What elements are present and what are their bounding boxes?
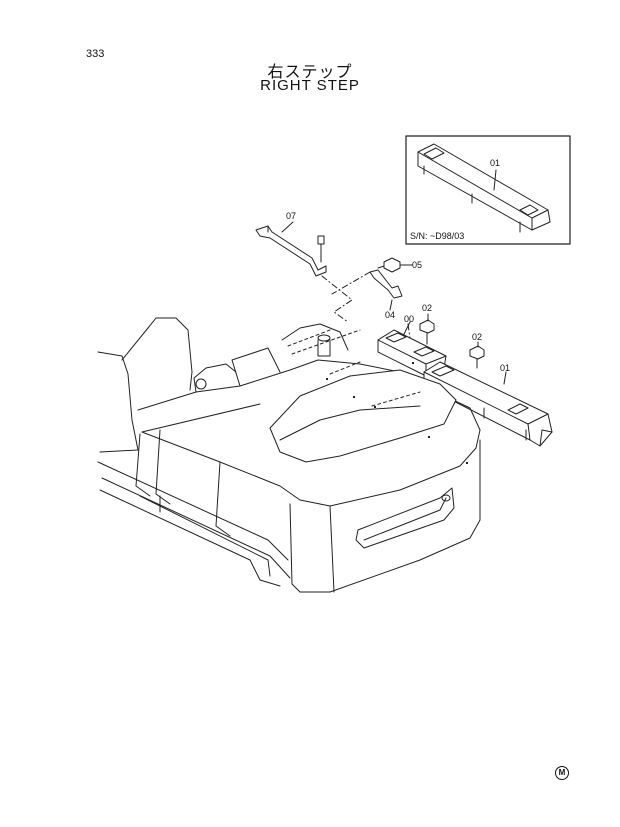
inset-box [405,135,571,245]
inset-serial-label: S/N: ~D98/03 [410,231,464,241]
callout-00: 00 [404,314,414,324]
callout-inset-step: 01 [490,158,500,168]
bolt-02-lower [469,341,485,369]
page-number: 333 [86,48,105,60]
hidden-lines [287,329,421,407]
manufacturer-mark: M [555,766,569,780]
install-lines [321,271,411,339]
callout-02-upper: 02 [422,303,432,313]
title-japanese: 右ステップ [267,64,353,81]
bracket-07 [255,221,327,277]
bolt-02-upper [419,313,435,345]
machine-body [97,317,481,593]
inset-step-part [417,143,551,233]
callout-07: 07 [286,211,296,221]
callout-02-lower: 02 [472,332,482,342]
callout-01: 01 [500,363,510,373]
callout-04: 04 [385,310,395,320]
reference-dots [326,362,468,464]
callout-05: 05 [412,260,422,270]
bracket-04 [369,269,403,311]
title-english: RIGHT STEP [260,77,360,94]
bolt-05 [377,257,413,273]
